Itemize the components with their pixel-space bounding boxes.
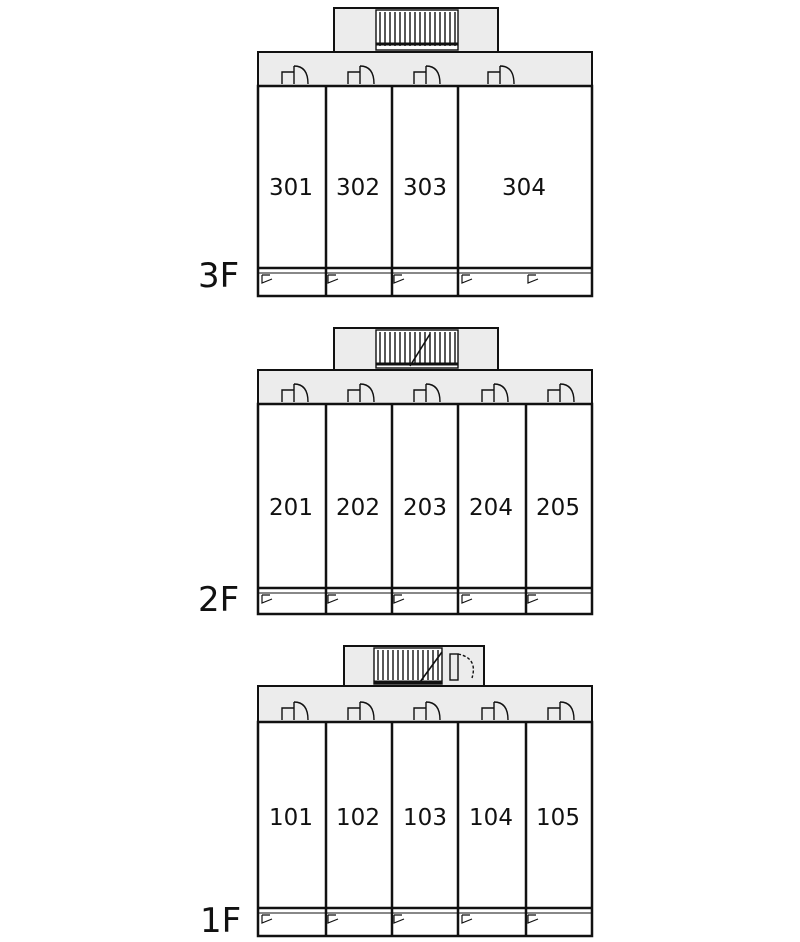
unit-label: 301 [269,175,313,201]
balcony-door-icon [261,274,539,284]
corridor [257,51,593,87]
corridor [257,685,593,723]
door-icon [449,653,475,681]
unit-label: 104 [469,805,513,831]
unit-label: 103 [403,805,447,831]
balcony-door-icon [261,914,539,924]
balcony-door-icon [261,594,539,604]
unit-label: 203 [403,495,447,521]
floor-label: 3F [198,256,239,296]
unit-label: 205 [536,495,580,521]
unit-label: 302 [336,175,380,201]
unit-label: 202 [336,495,380,521]
floor-label: 2F [198,580,239,620]
unit-label: 101 [269,805,313,831]
unit-block [256,84,594,298]
unit-label: 105 [536,805,580,831]
door-icon [281,701,575,721]
unit-label: 303 [403,175,447,201]
unit-block [256,402,594,616]
corridor [257,369,593,405]
unit-block [256,720,594,938]
unit-label: 304 [502,175,546,201]
unit-label: 204 [469,495,513,521]
door-icon [281,65,515,85]
unit-label: 201 [269,495,313,521]
floor-2f: 201 202 203 204 205 2F [198,327,594,620]
stair-icon [375,9,459,51]
door-icon [281,383,575,403]
floor-3f: 301 302 303 304 3F [198,7,594,298]
floor-1f: 101 102 103 104 105 1F [200,645,594,941]
stair-icon [375,329,459,369]
stair-icon [373,647,443,685]
unit-label: 102 [336,805,380,831]
floor-label: 1F [200,901,241,941]
